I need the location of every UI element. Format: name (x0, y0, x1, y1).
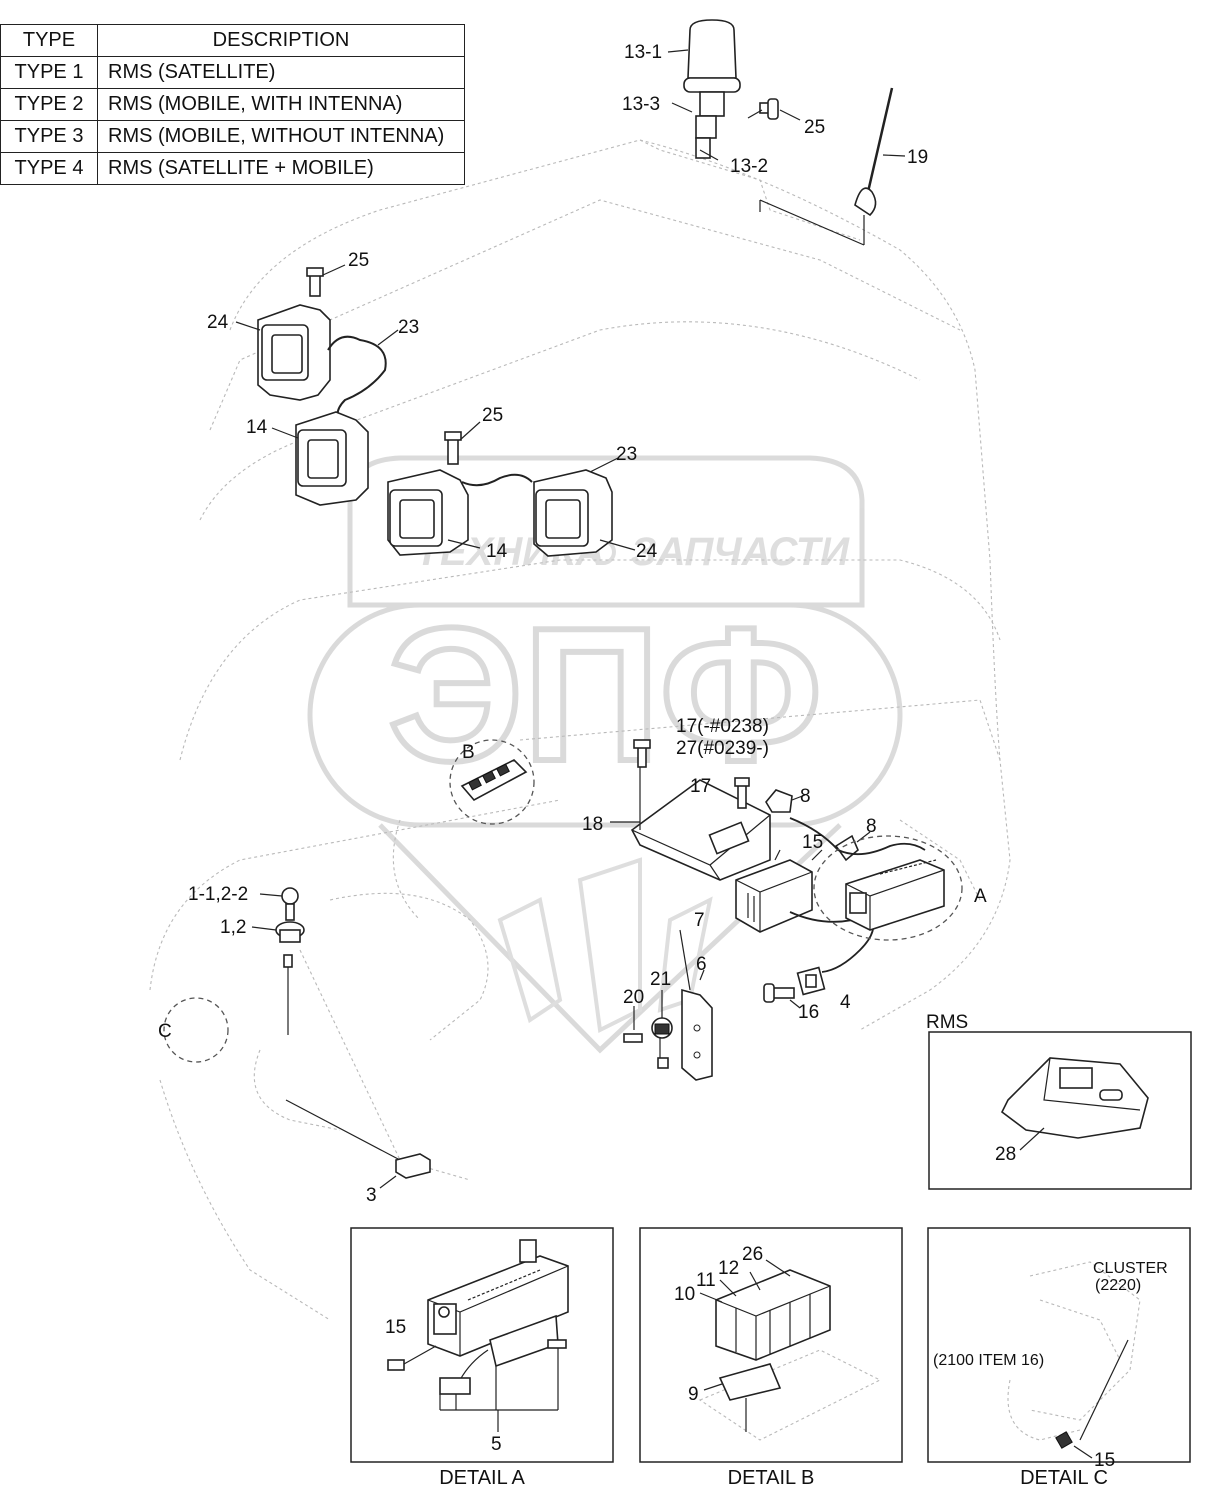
label-8: 8 (800, 786, 811, 807)
reference-2100-item-16: (2100 ITEM 16) (933, 1352, 1044, 1369)
caption-detail-b: DETAIL B (728, 1467, 815, 1489)
detail-c-box (927, 1227, 1191, 1463)
switch-3 (285, 1099, 431, 1189)
header-description: DESCRIPTION (97, 24, 465, 57)
label-3: 3 (366, 1185, 377, 1206)
cell-type: TYPE 3 (0, 120, 98, 153)
bolt-16 (763, 983, 801, 1009)
cluster-label: CLUSTER (1093, 1260, 1168, 1277)
cell-description: RMS (SATELLITE) (97, 56, 465, 89)
cluster-number: (2220) (1095, 1277, 1141, 1294)
wire-harness-a (789, 817, 926, 856)
work-lamp-14-left (271, 411, 369, 506)
switch-panel-b (449, 739, 535, 825)
work-lamp-24-top (235, 304, 331, 401)
label-24: 24 (207, 312, 229, 333)
cell-type: TYPE 4 (0, 152, 98, 185)
part-labels: 13-1 13-3 25 13-2 19 25 24 23 14 25 23 1… (158, 42, 1168, 1489)
label-24: 24 (636, 541, 658, 562)
beacon-lamp (667, 19, 741, 161)
bracket-6 (679, 929, 713, 1081)
cab-ghost-outline (149, 139, 1011, 1321)
detail-c-callout-circle (163, 997, 229, 1063)
label-13-1: 13-1 (624, 42, 662, 63)
rms-title: RMS (926, 1012, 968, 1033)
connector-4 (796, 966, 826, 996)
bracket-8-upper (765, 789, 806, 813)
cell-description: RMS (SATELLITE + MOBILE) (97, 152, 465, 185)
buzzer-21 (651, 990, 673, 1069)
table-row: TYPE 3 RMS (MOBILE, WITHOUT INTENNA) (0, 120, 465, 153)
label-15: 15 (1094, 1450, 1115, 1471)
label-25: 25 (482, 405, 503, 426)
label-15: 15 (385, 1317, 406, 1338)
detail-a-box (350, 1227, 614, 1463)
watermark-text-zapchasti: ЗАПЧАСТИ (631, 530, 850, 574)
label-9: 9 (688, 1384, 699, 1405)
label-6: 6 (696, 954, 707, 975)
bolt-20 (623, 1006, 643, 1043)
bracket-8-lower (834, 831, 871, 862)
label-17-range: 17(-#0238) (676, 716, 769, 737)
label-14: 14 (246, 417, 268, 438)
label-17: 17 (690, 776, 711, 797)
detail-b-box (639, 1227, 903, 1463)
work-lamp-24-right (533, 469, 636, 557)
cell-description: RMS (MOBILE, WITH INTENNA) (97, 88, 465, 121)
label-10: 10 (674, 1284, 695, 1305)
label-c: C (158, 1021, 172, 1042)
watermark-logo-letters: ЭПФ (388, 589, 822, 801)
label-13-3: 13-3 (622, 94, 660, 115)
label-28: 28 (995, 1144, 1016, 1165)
label-18: 18 (582, 814, 603, 835)
label-27-range: 27(#0239-) (676, 738, 769, 759)
bolt-25-lamp-mid (444, 421, 481, 465)
label-12: 12 (718, 1258, 739, 1279)
label-23: 23 (616, 444, 637, 465)
label-1-2: 1,2 (220, 917, 246, 938)
antenna (759, 87, 906, 246)
table-row: TYPE 1 RMS (SATELLITE) (0, 56, 465, 89)
cell-description: RMS (MOBILE, WITHOUT INTENNA) (97, 120, 465, 153)
radio-unit-a (813, 835, 963, 941)
label-b: B (462, 742, 475, 763)
label-23: 23 (398, 317, 419, 338)
table-row: TYPE 4 RMS (SATELLITE + MOBILE) (0, 152, 465, 185)
label-1-1-2-2: 1-1,2-2 (188, 884, 248, 905)
bolt-25-top (747, 98, 801, 121)
bolt-27 (633, 739, 651, 768)
header-type: TYPE (0, 24, 98, 57)
label-25: 25 (804, 117, 825, 138)
key-switch (251, 887, 305, 1035)
label-21: 21 (650, 969, 671, 990)
controller-box (610, 760, 771, 881)
label-15: 15 (802, 832, 823, 853)
label-7: 7 (694, 910, 705, 931)
work-lamp-14-center (387, 469, 481, 556)
label-13-2: 13-2 (730, 156, 768, 177)
cable-23-right (461, 473, 533, 487)
caption-detail-c: DETAIL C (1020, 1467, 1108, 1489)
bolt-17 (734, 777, 750, 809)
label-19: 19 (907, 147, 928, 168)
rms-box (928, 1031, 1192, 1190)
label-5: 5 (491, 1434, 502, 1455)
label-14: 14 (486, 541, 508, 562)
label-25: 25 (348, 250, 369, 271)
label-4: 4 (840, 992, 851, 1013)
type-description-table: TYPE DESCRIPTION TYPE 1 RMS (SATELLITE) … (0, 24, 465, 185)
label-11: 11 (696, 1270, 716, 1291)
bolt-25-lamp-top (306, 264, 346, 297)
label-8: 8 (866, 816, 877, 837)
label-20: 20 (623, 987, 644, 1008)
table-row: TYPE 2 RMS (MOBILE, WITH INTENNA) (0, 88, 465, 121)
table-header-row: TYPE DESCRIPTION (0, 24, 465, 57)
label-a: A (974, 886, 987, 907)
label-26: 26 (742, 1244, 763, 1265)
label-16: 16 (798, 1002, 819, 1023)
caption-detail-a: DETAIL A (439, 1467, 525, 1489)
